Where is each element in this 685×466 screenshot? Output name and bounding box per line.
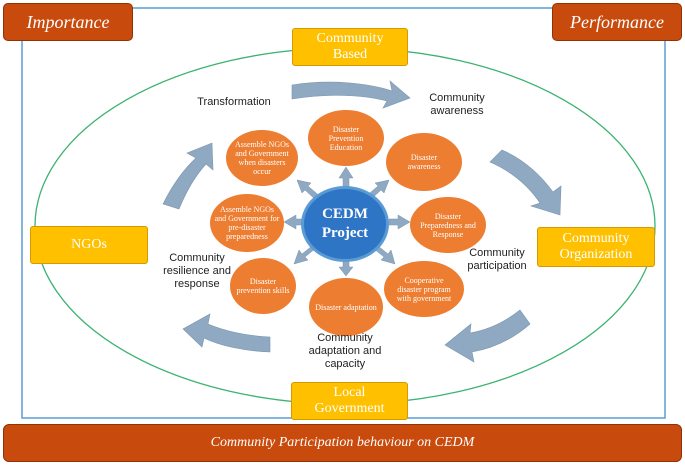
circle-cooperative-program: Cooperative disaster program with govern… (384, 261, 464, 317)
curved-arrow-icon (291, 80, 411, 109)
ngos-box: NGOs (30, 226, 148, 264)
label-community-resilience: Community resilience and response (163, 252, 231, 290)
footer-caption: Community Participation behaviour on CED… (3, 424, 682, 462)
outward-arrow-icon (338, 259, 354, 277)
circle-assemble-pre-disaster: Assemble NGOs and Government for pre-dis… (210, 194, 284, 252)
community-organization-box: Community Organization (537, 227, 655, 267)
curved-arrow-icon (182, 313, 271, 353)
label-community-participation: Community participation (467, 247, 527, 272)
cedm-project-center: CEDM Project (301, 186, 389, 262)
importance-label: Importance (3, 3, 133, 41)
circle-disaster-prevention-education: Disaster Prevention Education (308, 110, 384, 166)
label-community-adaptation: Community adaptation and capacity (308, 332, 382, 370)
local-government-box: Local Government (291, 382, 408, 420)
circle-disaster-prevention-skills: Disaster prevention skills (230, 258, 296, 314)
label-transformation: Transformation (197, 96, 271, 108)
circle-disaster-adaptation: Disaster adaptation (309, 278, 383, 336)
outward-arrow-icon (388, 214, 411, 230)
circle-assemble-when-disasters-occur: Assemble NGOs and Government when disast… (226, 130, 298, 186)
curved-arrow-icon (489, 149, 562, 216)
community-based-box: Community Based (292, 28, 408, 66)
circle-disaster-awareness: Disaster awareness (386, 133, 462, 191)
performance-label: Performance (552, 3, 682, 41)
circle-disaster-preparedness: Disaster Preparedness and Response (410, 197, 486, 253)
label-community-awareness: Community awareness (429, 92, 485, 117)
curved-arrow-icon (162, 142, 214, 210)
curved-arrow-icon (444, 309, 531, 363)
